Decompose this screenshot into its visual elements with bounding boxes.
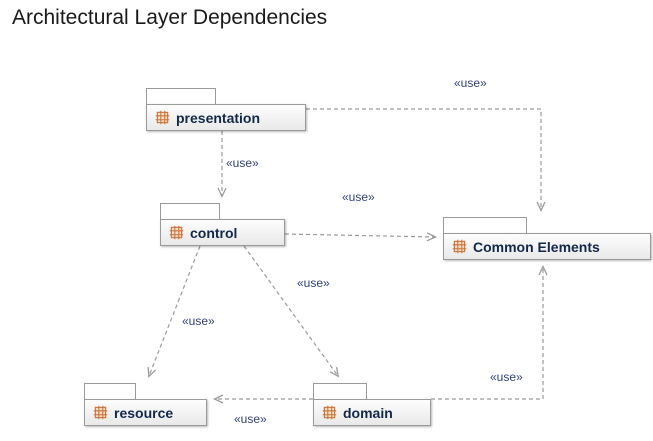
package-label: presentation xyxy=(176,109,261,126)
package-tab xyxy=(160,203,220,220)
package-node-presentation[interactable]: presentation xyxy=(146,88,306,131)
edge-label-presentation-to-common-elements: «use» xyxy=(454,76,487,90)
package-tab xyxy=(313,383,367,400)
package-icon xyxy=(169,225,184,240)
package-tab xyxy=(443,217,527,234)
package-node-resource[interactable]: resource xyxy=(84,383,207,426)
package-body: resource xyxy=(84,399,207,426)
package-label: domain xyxy=(343,404,393,421)
package-icon xyxy=(452,239,467,254)
edge-presentation-to-common-elements xyxy=(306,108,546,213)
package-tab xyxy=(146,88,216,105)
package-node-domain[interactable]: domain xyxy=(313,383,431,426)
edge-label-presentation-to-control: «use» xyxy=(226,156,259,170)
package-label: Common Elements xyxy=(473,238,600,255)
edge-label-control-to-resource: «use» xyxy=(182,314,215,328)
package-icon xyxy=(155,110,170,125)
package-node-control[interactable]: control xyxy=(160,203,285,246)
edge-label-domain-to-resource: «use» xyxy=(234,412,267,426)
edge-label-control-to-domain: «use» xyxy=(297,276,330,290)
package-icon xyxy=(93,405,108,420)
edge-label-domain-to-common-elements: «use» xyxy=(490,370,523,384)
edge-control-to-resource xyxy=(147,245,201,378)
edge-control-to-common-elements xyxy=(284,232,438,242)
package-icon xyxy=(322,405,337,420)
package-body: domain xyxy=(313,399,431,426)
edge-domain-to-common-elements xyxy=(431,264,548,400)
package-body: Common Elements xyxy=(443,233,651,260)
package-label: control xyxy=(190,224,238,241)
package-body: control xyxy=(160,219,285,246)
edge-label-control-to-common-elements: «use» xyxy=(342,190,375,204)
package-label: resource xyxy=(114,404,174,421)
package-tab xyxy=(84,383,136,400)
package-body: presentation xyxy=(146,104,306,131)
package-node-common-elements[interactable]: Common Elements xyxy=(443,217,651,260)
edge-control-to-domain xyxy=(243,245,340,378)
page-title: Architectural Layer Dependencies xyxy=(12,6,328,29)
